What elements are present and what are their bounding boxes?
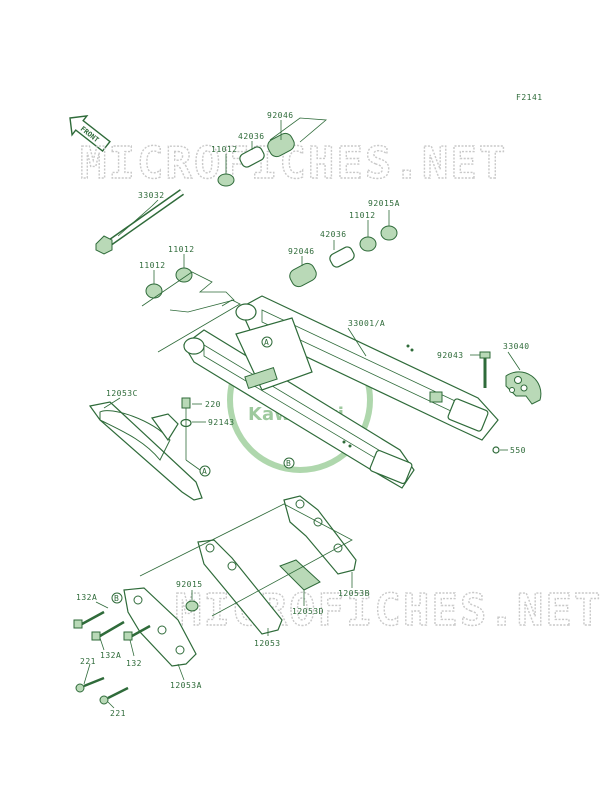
label-92143: 92143 xyxy=(208,418,235,427)
label-220: 220 xyxy=(205,400,221,409)
leader-lines xyxy=(83,120,521,709)
label-550: 550 xyxy=(510,446,526,455)
bolt-220 xyxy=(181,397,191,409)
nut-92015 xyxy=(185,600,199,612)
seal-11012-left1 xyxy=(175,267,193,283)
guide-plate-12053A xyxy=(123,587,197,667)
svg-text:A: A xyxy=(202,467,207,476)
collar-42036-top xyxy=(239,146,265,168)
seal-11012-left2 xyxy=(145,283,163,299)
label-11012-left2: 11012 xyxy=(139,261,166,270)
bolt-221-1 xyxy=(75,676,105,693)
label-92043: 92043 xyxy=(437,351,464,360)
leader-guide-box xyxy=(139,503,353,617)
label-221-2: 221 xyxy=(110,709,126,718)
label-11012-left1: 11012 xyxy=(168,245,195,254)
svg-text:A: A xyxy=(264,338,269,347)
leader-box-left xyxy=(141,271,235,313)
bolt-221-2 xyxy=(99,686,129,705)
label-12053: 12053 xyxy=(254,639,281,648)
leader-box-top xyxy=(269,117,328,143)
svg-text:B: B xyxy=(286,459,291,468)
swingarm-33001A xyxy=(183,295,499,489)
label-12053D: 12053D xyxy=(292,607,324,616)
label-132: 132 xyxy=(126,659,142,668)
bearing-92046-right xyxy=(289,262,317,288)
label-221-1: 221 xyxy=(80,657,96,666)
seal-11012-top xyxy=(217,173,235,187)
bolt-132 xyxy=(123,624,151,641)
svg-text:B: B xyxy=(114,594,119,603)
callout-b2: B xyxy=(111,592,123,604)
seal-11012-right xyxy=(359,236,377,252)
chain-adjuster-33040 xyxy=(505,371,542,405)
label-11012-right: 11012 xyxy=(349,211,376,220)
nut-92015A xyxy=(380,225,398,241)
label-92015: 92015 xyxy=(176,580,203,589)
callout-a1: A xyxy=(261,336,273,348)
leader-bolt-220b xyxy=(185,459,201,471)
label-12053A: 12053A xyxy=(170,681,202,690)
label-11012-top: 11012 xyxy=(211,145,238,154)
bolt-132A-1 xyxy=(73,610,105,629)
callout-a2: A xyxy=(199,465,211,477)
guide-block-12053D xyxy=(279,559,321,591)
guide-plate-12053B xyxy=(283,495,357,575)
chain-slider-12053C xyxy=(88,401,203,501)
label-33001A: 33001/A xyxy=(348,319,385,328)
label-33032: 33032 xyxy=(138,191,165,200)
label-42036-top: 42036 xyxy=(238,132,265,141)
label-42036-right: 42036 xyxy=(320,230,347,239)
leader-swingarm-left xyxy=(157,299,241,353)
collar-42036-right xyxy=(329,246,355,268)
label-132A-2: 132A xyxy=(100,651,121,660)
bolt-132A-2 xyxy=(91,620,125,641)
pivot-shaft-33032 xyxy=(95,189,185,255)
label-12053B: 12053B xyxy=(338,589,370,598)
label-92015A: 92015A xyxy=(368,199,400,208)
label-12053C: 12053C xyxy=(106,389,138,398)
bearing-92046-top xyxy=(267,132,295,158)
label-92046-top: 92046 xyxy=(267,111,294,120)
label-92046-right: 92046 xyxy=(288,247,315,256)
callout-b1: B xyxy=(283,457,295,469)
bolt-92043 xyxy=(479,351,491,388)
label-132A-1: 132A xyxy=(76,593,97,602)
label-33040: 33040 xyxy=(503,342,530,351)
pin-550 xyxy=(492,446,500,454)
figure-code: F2141 xyxy=(516,93,543,102)
guide-plate-12053 xyxy=(197,539,283,635)
